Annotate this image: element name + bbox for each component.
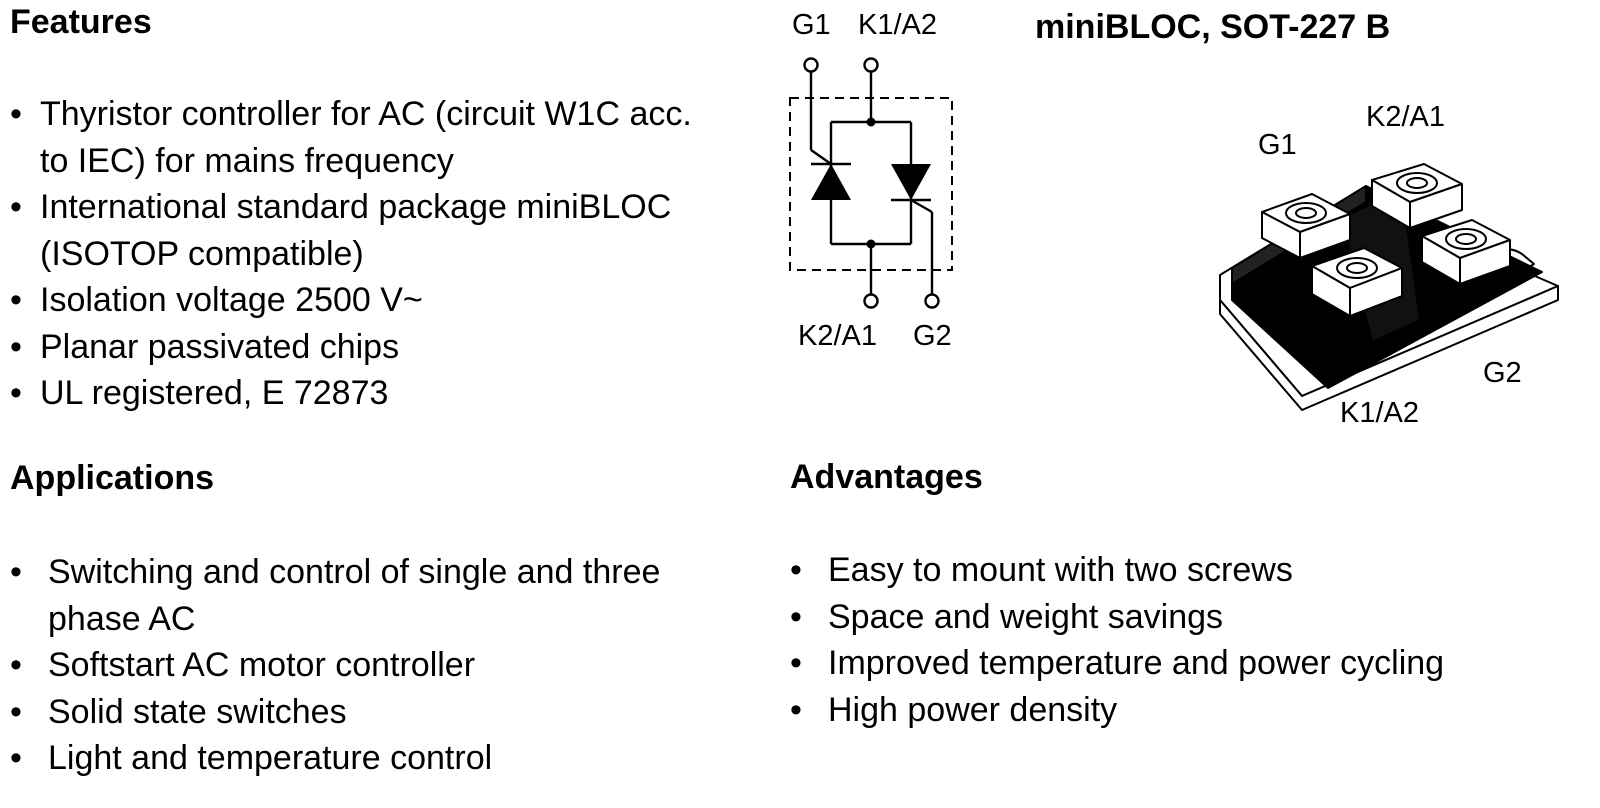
pin-label-g2: G2 [1483,357,1522,389]
terminal-label-k2a1: K2/A1 [798,320,877,352]
list-item: International standard package miniBLOC … [10,184,710,277]
list-item: Planar passivated chips [10,324,710,371]
thyristor-left-symbol [811,164,851,200]
list-item: Thyristor controller for AC (circuit W1C… [10,91,710,184]
terminal-label-g2: G2 [913,320,952,352]
pin-label-k1a2: K1/A2 [1340,397,1419,429]
list-item: Solid state switches [10,689,710,736]
features-heading: Features [10,3,152,41]
terminal-circles [803,57,940,309]
list-item: Easy to mount with two screws [790,547,1450,594]
features-list: Thyristor controller for AC (circuit W1C… [10,91,710,417]
list-item: Space and weight savings [790,594,1450,641]
package-illustration: miniBLOC, SOT-227 B G1 K2/A1 G2 K1/A2 [1035,8,1559,429]
list-item: Switching and control of single and thre… [10,549,710,642]
terminal-label-k1a2: K1/A2 [858,9,937,41]
list-item: Isolation voltage 2500 V~ [10,277,710,324]
list-item: Improved temperature and power cycling [790,640,1450,687]
dot [866,117,876,127]
dot [866,239,876,249]
advantages-list: Easy to mount with two screws Space and … [790,547,1450,733]
thyristor-schematic: G1 K1/A2 K2/A1 G2 [789,9,953,352]
pin-label-g1: G1 [1258,129,1297,161]
applications-heading: Applications [10,459,215,497]
list-item: UL registered, E 72873 [10,370,710,417]
advantages-heading: Advantages [790,458,983,496]
package-body [1219,163,1559,411]
pin-label-k2a1: K2/A1 [1366,101,1445,133]
thyristor-right-symbol [891,164,931,200]
list-item: High power density [790,687,1450,734]
applications-list: Switching and control of single and thre… [10,549,710,782]
terminal-label-g1: G1 [792,9,831,41]
list-item: Light and temperature control [10,735,710,782]
list-item: Softstart AC motor controller [10,642,710,689]
package-title: miniBLOC, SOT-227 B [1035,8,1390,46]
